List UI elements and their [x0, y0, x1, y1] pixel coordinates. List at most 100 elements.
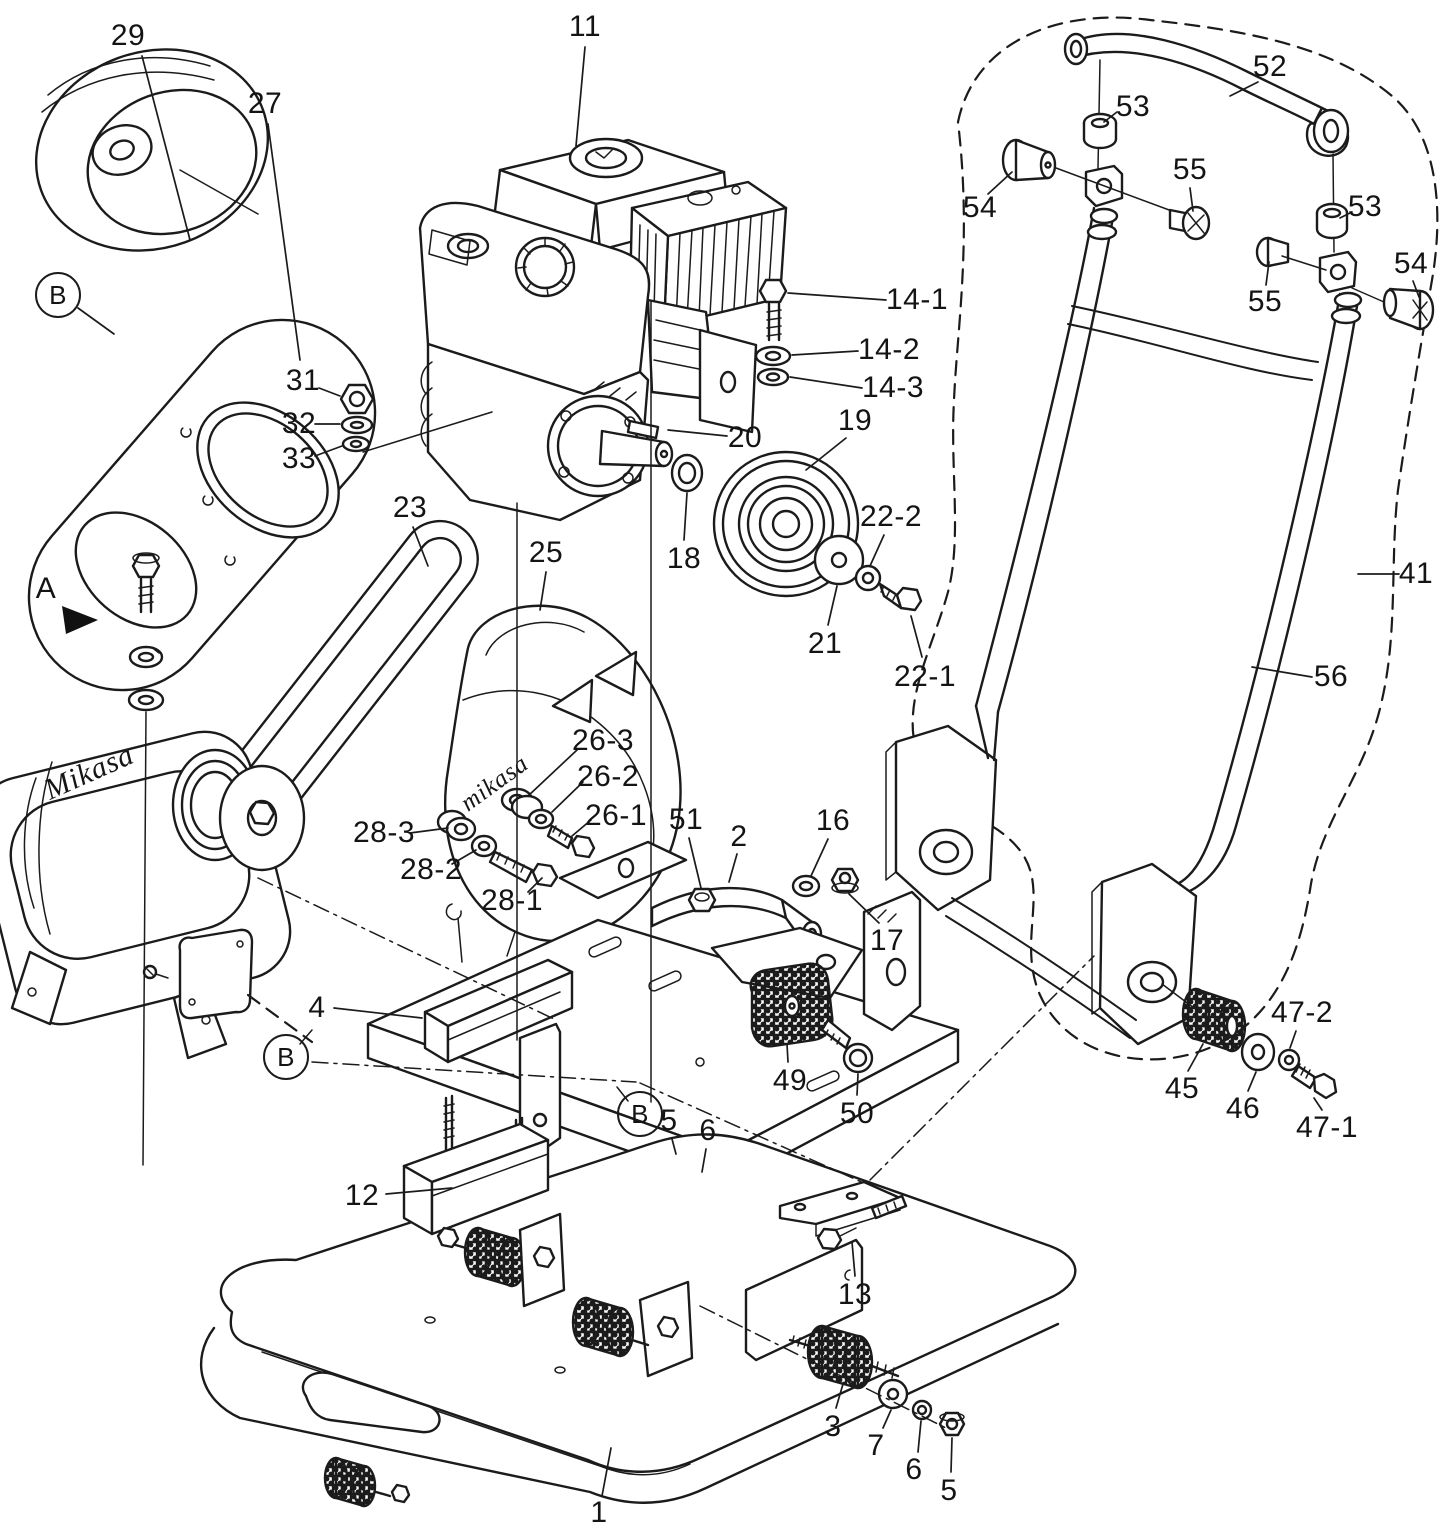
reference-lines — [257, 301, 1095, 1429]
callout-32: 32 — [281, 407, 317, 440]
lockwasher-6 — [911, 1399, 933, 1421]
callout-56: 56 — [1313, 660, 1349, 693]
callout-47-2: 47-2 — [1270, 996, 1334, 1029]
callout-26-2: 26-2 — [576, 760, 640, 793]
access-plate — [142, 928, 314, 1044]
callout-23: 23 — [392, 491, 428, 524]
callout-14-2: 14-2 — [857, 333, 921, 366]
callout-54: 54 — [1393, 247, 1429, 280]
callout-A: A — [35, 572, 57, 605]
callout-22-2: 22-2 — [859, 500, 923, 533]
callout-11: 11 — [568, 10, 602, 43]
callout-47-1: 47-1 — [1295, 1111, 1359, 1144]
lockwasher-47-2 — [1277, 1048, 1301, 1072]
bushing-53-left — [1082, 112, 1118, 150]
belt-cover-plate-27 — [27, 318, 377, 692]
vibrator-assembly: Mikasa — [0, 552, 314, 1166]
handle-bracket-right — [1091, 862, 1198, 1046]
washer-28-2 — [470, 834, 498, 858]
lockwasher-22-2 — [854, 564, 882, 592]
bracket-tower-right — [862, 890, 922, 1032]
frame-assembly — [299, 867, 960, 1192]
callout-53: 53 — [1347, 190, 1383, 223]
callout-52: 52 — [1252, 50, 1288, 83]
nut-5-lower — [938, 1411, 966, 1437]
callout-1: 1 — [590, 1496, 608, 1529]
callout-ref-B: B — [35, 272, 81, 318]
callout-29: 29 — [110, 19, 146, 52]
engine-mount-hardware-14 — [754, 278, 792, 387]
collar-18 — [670, 453, 704, 493]
stay-bar-13 — [778, 1180, 908, 1251]
callout-21: 21 — [807, 627, 843, 660]
pin-54-left — [1001, 138, 1057, 182]
callout-26-3: 26-3 — [571, 724, 635, 757]
shock-mount-3 — [788, 1324, 900, 1390]
handle-crossbar-lower — [951, 897, 1137, 1021]
engine-11 — [418, 137, 788, 522]
bolt-26-1 — [546, 824, 596, 859]
handle-leg-right-56 — [1162, 291, 1363, 896]
callout-13: 13 — [837, 1278, 873, 1311]
callout-54: 54 — [962, 191, 998, 224]
handle-bracket-left — [885, 704, 1000, 912]
callout-26-1: 26-1 — [584, 799, 648, 832]
callout-3: 3 — [824, 1410, 842, 1443]
angle-plate — [744, 1238, 864, 1362]
callout-55: 55 — [1172, 153, 1208, 186]
callout-41: 41 — [1398, 557, 1434, 590]
shock-mount-mid — [571, 1280, 694, 1378]
callout-25: 25 — [528, 536, 564, 569]
callout-51: 51 — [668, 803, 704, 836]
callout-ref-B: B — [617, 1091, 663, 1137]
bushing-53-right — [1315, 202, 1349, 240]
washer-46 — [1240, 1032, 1276, 1072]
callout-53: 53 — [1115, 90, 1151, 123]
clutch-drum-29 — [34, 48, 270, 252]
callout-19: 19 — [837, 404, 873, 437]
bolt-55-right — [1255, 236, 1327, 271]
shock-mount-front — [323, 1456, 411, 1508]
callout-22-1: 22-1 — [893, 660, 957, 693]
callout-12: 12 — [344, 1179, 380, 1212]
callout-20: 20 — [727, 421, 763, 454]
callout-6: 6 — [699, 1114, 717, 1147]
bolt-55-left — [1168, 205, 1211, 241]
callout-5: 5 — [940, 1474, 958, 1507]
handle-crossbar-upper — [1071, 305, 1319, 363]
callout-7: 7 — [867, 1429, 885, 1462]
callout-5: 5 — [660, 1104, 678, 1137]
hand-slot — [301, 1371, 441, 1434]
bolt-22-1 — [878, 582, 923, 612]
handle-group-outline-41 — [911, 16, 1439, 1061]
handle-leg-left-56 — [974, 206, 1119, 714]
callout-2: 2 — [730, 820, 748, 853]
callout-14-3: 14-3 — [861, 371, 925, 404]
stay-plate — [558, 840, 688, 900]
bolt-50 — [820, 1018, 874, 1074]
callout-17: 17 — [869, 924, 905, 957]
callout-4: 4 — [308, 991, 326, 1024]
pulley-19-group — [670, 450, 923, 612]
callout-27: 27 — [247, 87, 283, 120]
rubber-block-49 — [749, 962, 834, 1048]
bolt-47-1 — [1290, 1063, 1338, 1100]
washer-7 — [877, 1378, 909, 1410]
callout-55: 55 — [1247, 285, 1283, 318]
callout-33: 33 — [281, 442, 317, 475]
callout-45: 45 — [1164, 1072, 1200, 1105]
callout-50: 50 — [839, 1097, 875, 1130]
bolt-stack-A — [127, 552, 165, 712]
washer-16 — [791, 874, 821, 898]
mikasa-logo-icon — [551, 650, 638, 724]
leader-lines — [77, 46, 1420, 1497]
shock-mount-left — [436, 1212, 566, 1308]
channel-bracket-4 — [423, 958, 574, 1064]
view-arrow-A-icon — [62, 606, 98, 634]
handle-assembly — [885, 32, 1435, 1100]
hardware-31-32-33 — [339, 383, 493, 453]
callout-ref-B: B — [263, 1034, 309, 1080]
callout-6: 6 — [905, 1453, 923, 1486]
callout-14-1: 14-1 — [885, 283, 949, 316]
